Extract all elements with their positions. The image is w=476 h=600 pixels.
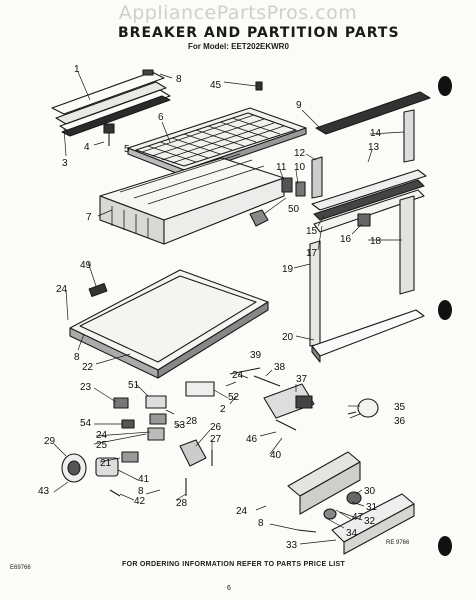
callout-8-lower: 8 — [138, 486, 144, 497]
callout-6: 6 — [158, 112, 164, 123]
callout-35: 35 — [394, 402, 406, 413]
callout-20: 20 — [282, 332, 294, 343]
callout-32: 32 — [364, 516, 376, 527]
callout-45: 45 — [210, 80, 222, 91]
callout-8-top: 8 — [176, 74, 182, 85]
callout-41: 41 — [138, 474, 150, 485]
callout-11: 11 — [276, 162, 287, 173]
binder-hole-bottom — [438, 536, 452, 556]
callout-4: 4 — [84, 142, 90, 153]
hinge-bracket-cluster — [113, 381, 215, 441]
callout-22: 22 — [82, 362, 94, 373]
light-bulb — [347, 398, 379, 418]
callout-24-bottom: 24 — [236, 506, 248, 517]
callout-25: 25 — [96, 440, 108, 451]
page-number: 6 — [227, 585, 231, 592]
callout-37: 37 — [296, 374, 308, 385]
callout-17: 17 — [306, 248, 318, 259]
callout-30: 30 — [364, 486, 376, 497]
watermark: AppliancePartsPros.com — [118, 2, 358, 24]
callout-47: 47 — [352, 512, 364, 523]
callout-28-upper: 28 — [186, 416, 198, 427]
callout-9: 9 — [296, 100, 302, 111]
drawing-code-left: E69766 — [10, 565, 31, 571]
binder-hole-middle — [438, 300, 452, 320]
main-partition-panel — [69, 269, 269, 379]
callout-46: 46 — [246, 434, 258, 445]
callout-15: 15 — [306, 226, 318, 237]
callout-39: 39 — [250, 350, 262, 361]
callout-43: 43 — [38, 486, 50, 497]
callout-38: 38 — [274, 362, 286, 373]
callout-labels: 1 2 3 4 5 6 7 8 8 8 8 9 10 11 12 13 14 1… — [38, 64, 406, 551]
lower-louver-tray — [99, 153, 285, 245]
callout-24-mid: 24 — [232, 370, 244, 381]
model-subtitle: For Model: EET202EKWR0 — [188, 42, 289, 51]
lamp-socket-assembly — [229, 367, 315, 431]
fastener-assembly — [103, 123, 115, 146]
callout-49: 49 — [80, 260, 92, 271]
callout-14: 14 — [370, 128, 382, 139]
callout-23: 23 — [80, 382, 92, 393]
screw-45 — [255, 81, 263, 91]
callout-21: 21 — [100, 458, 112, 469]
callout-26: 26 — [210, 422, 222, 433]
leader-lines — [53, 71, 405, 545]
bracket-10-11 — [249, 177, 306, 227]
callout-40: 40 — [270, 450, 282, 461]
diagram-title: BREAKER AND PARTITION PARTS — [118, 25, 400, 41]
callout-18: 18 — [370, 236, 382, 247]
callout-5: 5 — [124, 144, 130, 155]
callout-51: 51 — [128, 380, 140, 391]
callout-8-bottom: 8 — [258, 518, 264, 529]
breaker-strip-part — [51, 69, 171, 137]
drawing-code-right: RE 9766 — [386, 540, 410, 546]
callout-8-panel: 8 — [74, 352, 80, 363]
bottom-control-panel — [287, 451, 415, 555]
callout-27: 27 — [210, 434, 222, 445]
callout-10: 10 — [294, 162, 306, 173]
callout-28-lower: 28 — [176, 498, 188, 509]
ordering-note: FOR ORDERING INFORMATION REFER TO PARTS … — [122, 561, 346, 568]
callout-16: 16 — [340, 234, 352, 245]
callout-52: 52 — [228, 392, 240, 403]
callout-50: 50 — [288, 204, 300, 215]
callout-3: 3 — [62, 158, 68, 169]
callout-24-left: 24 — [56, 284, 68, 295]
callout-19: 19 — [282, 264, 294, 275]
callout-34: 34 — [346, 528, 358, 539]
callout-1: 1 — [74, 64, 80, 75]
control-housing-26 — [179, 439, 213, 496]
right-partition-strips — [309, 91, 431, 363]
callout-53: 53 — [174, 420, 186, 431]
callout-54: 54 — [80, 418, 92, 429]
callout-36: 36 — [394, 416, 406, 427]
callout-31: 31 — [366, 502, 378, 513]
callout-33: 33 — [286, 540, 298, 551]
binder-hole-top — [438, 76, 452, 96]
callout-7: 7 — [86, 212, 92, 223]
callout-12: 12 — [294, 148, 306, 159]
callout-42: 42 — [134, 496, 146, 507]
callout-29: 29 — [44, 436, 56, 447]
thermostat-knob-assembly — [61, 451, 139, 497]
callout-2: 2 — [220, 404, 226, 415]
callout-24-hinge: 24 — [96, 430, 108, 441]
callout-13: 13 — [368, 142, 380, 153]
